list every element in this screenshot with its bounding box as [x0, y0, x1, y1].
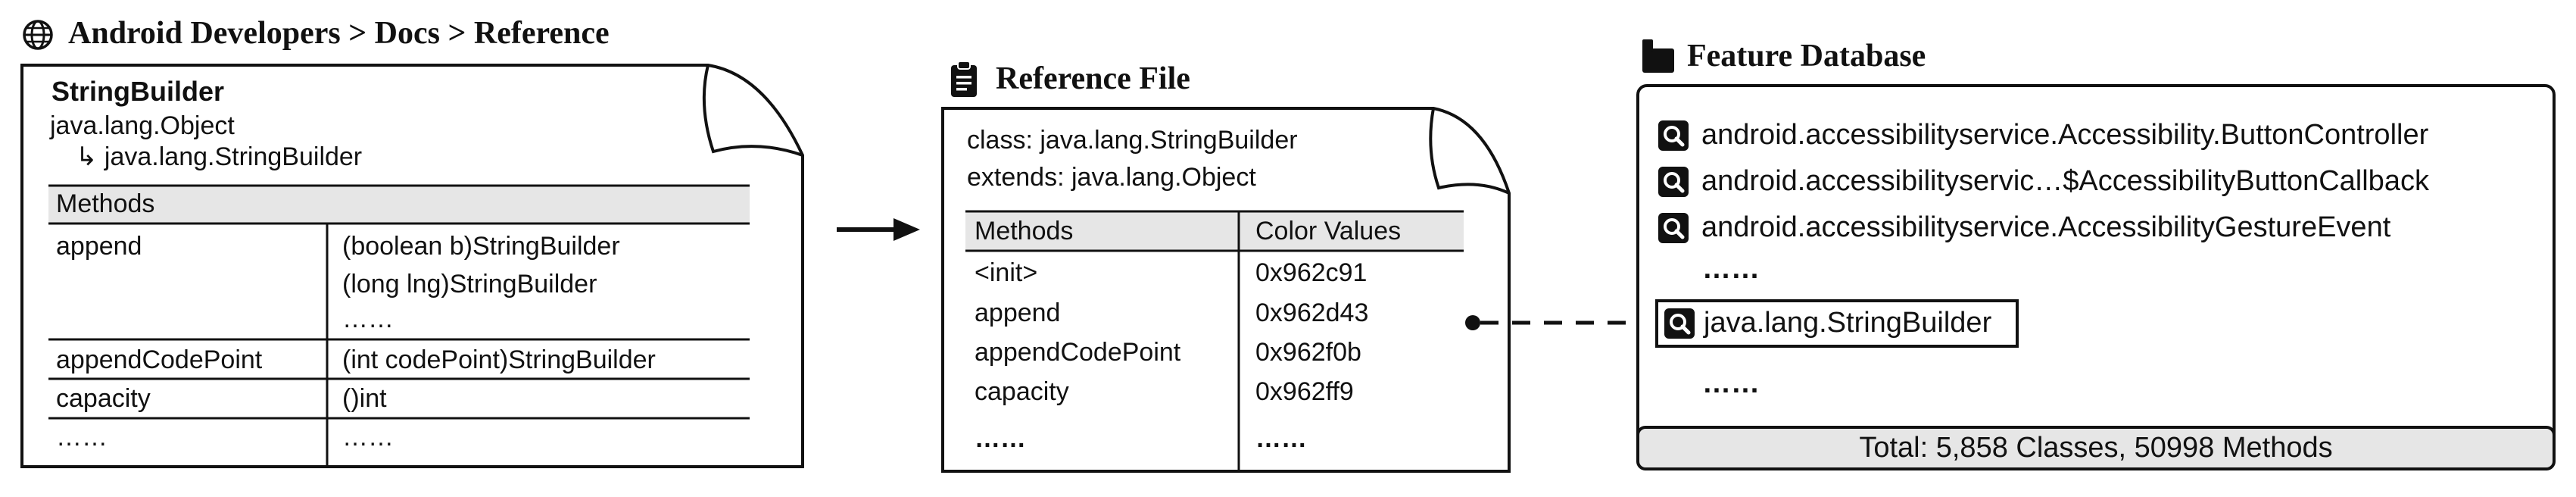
reference-method: append — [975, 299, 1061, 327]
reference-col-methods: Methods — [975, 217, 1074, 245]
breadcrumb: Android Developers > Docs > Reference — [68, 16, 610, 51]
clipboard-icon — [951, 61, 977, 97]
feature-db-ellipsis: …… — [1702, 253, 1760, 285]
magnifier-icon — [1658, 213, 1689, 243]
method-signature: (int codePoint)StringBuilder — [342, 345, 656, 374]
reference-class-line: class: java.lang.StringBuilder — [967, 126, 1298, 155]
magnifier-icon — [1658, 120, 1689, 151]
reference-header-bg — [965, 211, 1464, 251]
feature-db-item: android.accessibilityservic…$Accessibili… — [1701, 165, 2429, 197]
method-signature: (boolean b)StringBuilder — [342, 232, 620, 261]
connector-dot — [1465, 315, 1480, 330]
database-icon — [1642, 39, 1674, 73]
method-signature: (long lng)StringBuilder — [342, 270, 597, 299]
reference-color-value: 0x962f0b — [1255, 338, 1361, 367]
feature-db-item: android.accessibilityservice.Accessibili… — [1701, 211, 2391, 243]
docs-page-fold — [702, 64, 803, 157]
feature-db-ellipsis: …… — [1702, 367, 1760, 399]
feature-db-highlighted-item: java.lang.StringBuilder — [1704, 307, 1992, 339]
feature-db-total: Total: 5,858 Classes, 50998 Methods — [1859, 432, 2333, 464]
magnifier-icon — [1658, 167, 1689, 197]
reference-file-fold — [1429, 108, 1510, 195]
reference-file-title: Reference File — [996, 61, 1190, 96]
reference-method: capacity — [975, 377, 1069, 406]
reference-color-value: 0x962c91 — [1255, 258, 1368, 287]
reference-extends-line: extends: java.lang.Object — [967, 163, 1256, 192]
method-signature-ellipsis: …… — [342, 305, 394, 333]
feature-db-title: Feature Database — [1687, 39, 1926, 73]
docs-methods-header-bg — [48, 186, 750, 223]
reference-method: appendCodePoint — [975, 338, 1181, 367]
method-name-append: append — [56, 232, 142, 261]
method-name-ellipsis: …… — [56, 423, 108, 452]
method-name-capacity: capacity — [56, 384, 151, 413]
reference-color-value: 0x962d43 — [1255, 299, 1369, 327]
reference-color-value: 0x962ff9 — [1255, 377, 1354, 406]
method-signature: ()int — [342, 384, 387, 413]
flow-arrow-head — [893, 218, 920, 241]
reference-col-colors: Color Values — [1255, 217, 1402, 245]
reference-method: <init> — [975, 258, 1038, 287]
globe-icon — [23, 20, 53, 50]
class-name: StringBuilder — [51, 76, 225, 107]
methods-header: Methods — [56, 189, 155, 218]
magnifier-icon — [1664, 308, 1695, 339]
reference-method-ellipsis: …… — [975, 424, 1026, 453]
parent-class: java.lang.Object — [50, 111, 235, 140]
method-signature-ellipsis: …… — [342, 423, 394, 452]
total-bar — [1636, 426, 2556, 470]
reference-color-ellipsis: …… — [1255, 424, 1307, 453]
highlight-box — [1655, 299, 2019, 348]
child-class: ↳ java.lang.StringBuilder — [76, 142, 363, 171]
method-name-appendcodepoint: appendCodePoint — [56, 345, 263, 374]
feature-db-item: android.accessibilityservice.Accessibili… — [1701, 119, 2429, 151]
